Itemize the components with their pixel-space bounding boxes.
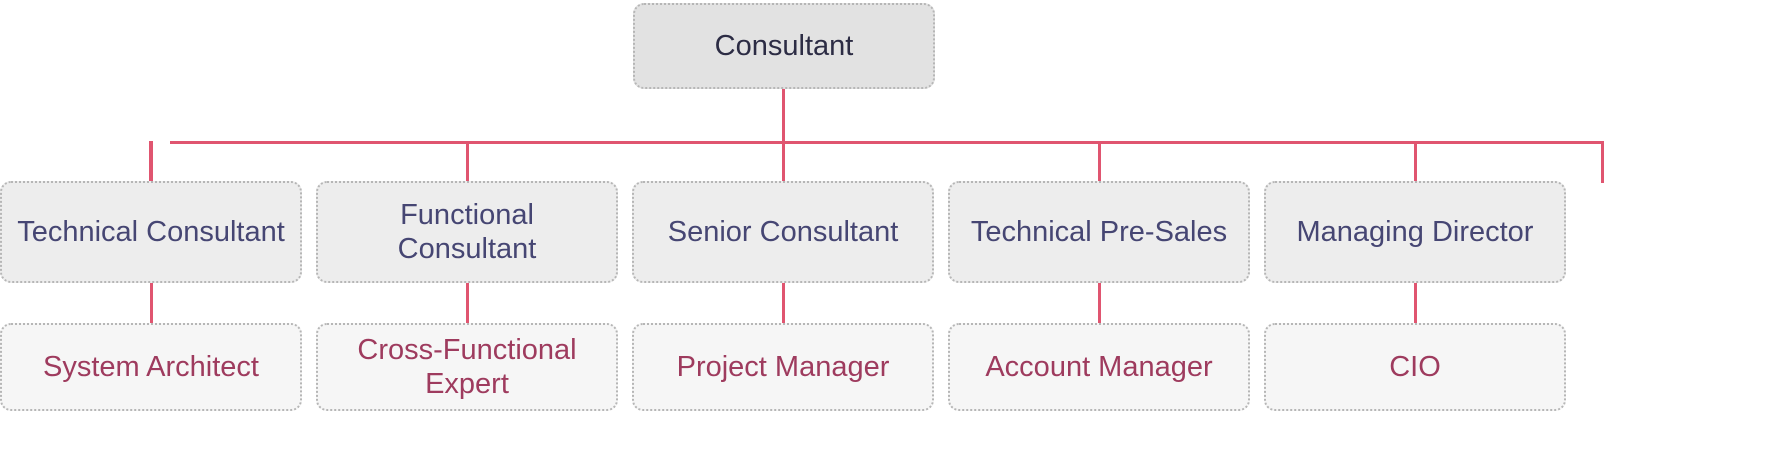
node-functional-consultant[interactable]: Functional Consultant bbox=[316, 181, 618, 283]
connector-bus-to-technical-pre-sales bbox=[1098, 141, 1101, 183]
connector-managing-director-to-cio bbox=[1414, 283, 1417, 325]
connector-bus bbox=[170, 141, 1604, 144]
node-technical-pre-sales[interactable]: Technical Pre-Sales bbox=[948, 181, 1250, 283]
node-account-manager[interactable]: Account Manager bbox=[948, 323, 1250, 411]
node-technical-pre-sales-label: Technical Pre-Sales bbox=[970, 215, 1228, 248]
connector-technical-pre-sales-to-account-manager bbox=[1098, 283, 1101, 325]
node-system-architect[interactable]: System Architect bbox=[0, 323, 302, 411]
node-project-manager-label: Project Manager bbox=[676, 350, 890, 383]
connector-bus-to-managing-director bbox=[1414, 141, 1417, 183]
node-cross-functional-expert[interactable]: Cross-Functional Expert bbox=[316, 323, 618, 411]
node-functional-consultant-label: Functional Consultant bbox=[397, 198, 537, 265]
node-consultant[interactable]: Consultant bbox=[633, 3, 935, 89]
node-senior-consultant-label: Senior Consultant bbox=[667, 215, 899, 248]
node-managing-director-label: Managing Director bbox=[1296, 215, 1534, 248]
node-cross-functional-expert-label: Cross-Functional Expert bbox=[357, 333, 577, 400]
node-managing-director[interactable]: Managing Director bbox=[1264, 181, 1566, 283]
connector-technical-consultant-to-system-architect bbox=[150, 283, 153, 325]
node-system-architect-label: System Architect bbox=[43, 350, 259, 383]
node-consultant-label: Consultant bbox=[714, 29, 854, 62]
connector-bus-to-senior-consultant bbox=[782, 141, 785, 183]
connector-functional-consultant-to-cross-functional-expert bbox=[466, 283, 469, 325]
node-senior-consultant[interactable]: Senior Consultant bbox=[632, 181, 934, 283]
connector-bus-to-functional-consultant bbox=[466, 141, 469, 183]
connector-senior-consultant-to-project-manager bbox=[782, 283, 785, 325]
node-cio[interactable]: CIO bbox=[1264, 323, 1566, 411]
node-project-manager[interactable]: Project Manager bbox=[632, 323, 934, 411]
node-technical-consultant[interactable]: Technical Consultant bbox=[0, 181, 302, 283]
node-technical-consultant-label: Technical Consultant bbox=[17, 215, 285, 248]
connector-root-stem bbox=[782, 89, 785, 144]
node-account-manager-label: Account Manager bbox=[985, 350, 1213, 383]
connector-bus-right-end bbox=[1601, 141, 1604, 183]
connector-bus-left-end bbox=[149, 141, 152, 183]
node-cio-label: CIO bbox=[1389, 350, 1441, 383]
